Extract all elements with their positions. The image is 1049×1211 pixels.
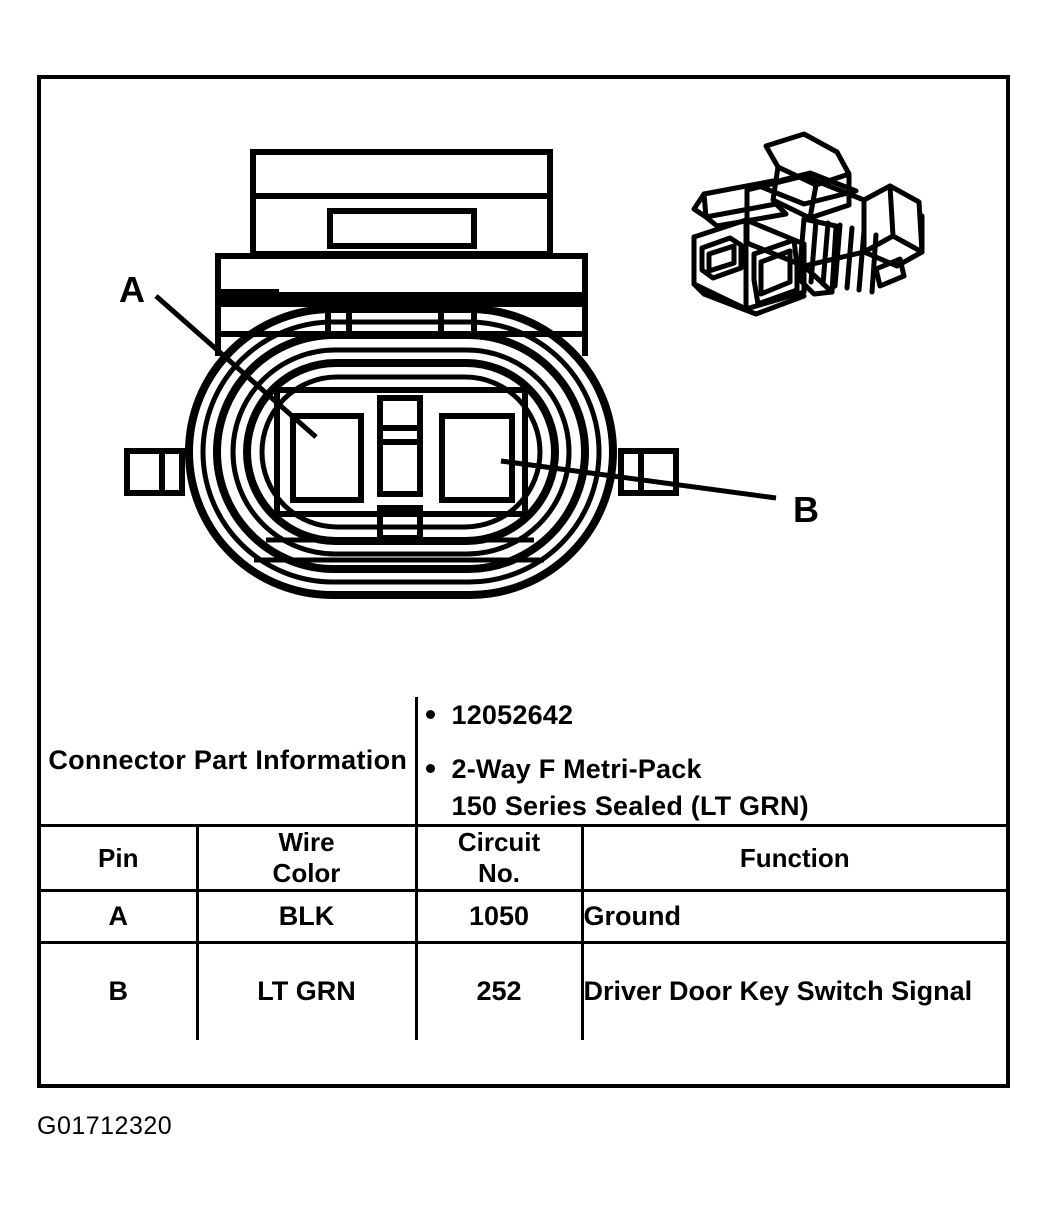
wire-header-line2: Color <box>272 857 341 888</box>
table-header-row: Pin Wire Color Circuit No. Function <box>41 824 1006 892</box>
connector-center-divider <box>377 395 423 497</box>
bullet-1-line1: 2-Way F Metri-Pack <box>451 754 702 785</box>
connector-lower-flange <box>254 537 544 563</box>
circuit-header-line1: Circuit <box>457 827 541 858</box>
column-header-circuit-no: Circuit No. <box>414 824 584 892</box>
cell-circuit-no-b: 252 <box>414 940 584 1040</box>
connector-information-table: Connector Part Information 12052642 2-Wa… <box>41 697 1006 1040</box>
connector-isometric-view <box>691 131 925 317</box>
cell-pin-b: B <box>41 940 199 1040</box>
cell-circuit-no-a: 1050 <box>414 888 584 944</box>
leader-line-b <box>500 458 777 501</box>
bullet-0-line1: 12052642 <box>451 700 574 730</box>
info-label-line1: Connector Part <box>48 745 248 776</box>
connector-part-info-label: Connector Part Information <box>41 697 418 828</box>
connector-right-latch-tab <box>618 448 679 496</box>
pin-cavity-b <box>439 413 515 503</box>
column-header-function: Function <box>580 824 1006 892</box>
connector-part-bullet-list: 12052642 2-Way F Metri-Pack 150 Series S… <box>418 697 1007 824</box>
column-header-pin: Pin <box>41 824 199 892</box>
list-item: 12052642 <box>418 697 1007 733</box>
connector-part-info-values: 12052642 2-Way F Metri-Pack 150 Series S… <box>414 697 1007 828</box>
table-row: B LT GRN 252 Driver Door Key Switch Sign… <box>41 940 1006 1040</box>
connector-face-front-view <box>124 149 777 599</box>
connector-inner-cavity-frame <box>274 387 528 517</box>
connector-illustration-panel <box>41 79 1006 697</box>
bullet-1-line2: 150 Series Sealed (LT GRN) <box>451 790 809 821</box>
circuit-header-line2: No. <box>478 857 520 888</box>
cell-wire-color-b: LT GRN <box>195 940 418 1040</box>
cell-pin-a: A <box>41 888 199 944</box>
figure-caption: G01712320 <box>37 1112 173 1140</box>
connector-oval-rings <box>185 305 617 599</box>
pin-label-b: B <box>793 489 819 530</box>
connector-left-latch-tab <box>124 448 185 496</box>
leader-line-a <box>154 294 318 439</box>
list-item: 2-Way F Metri-Pack 150 Series Sealed (LT… <box>418 751 1007 824</box>
column-header-wire-color: Wire Color <box>195 824 418 892</box>
table-row-connector-part-info: Connector Part Information 12052642 2-Wa… <box>41 697 1007 828</box>
cell-function-b: Driver Door Key Switch Signal <box>580 940 1006 1040</box>
info-label-line2: Information <box>255 745 408 776</box>
wire-header-line1: Wire <box>278 827 335 858</box>
pin-label-a: A <box>119 269 145 310</box>
figure-frame: A B Connector Part Information 12052642 <box>37 75 1010 1088</box>
table-row: A BLK 1050 Ground <box>41 888 1006 944</box>
cell-function-a: Ground <box>580 888 1006 944</box>
cell-wire-color-a: BLK <box>195 888 418 944</box>
connector-bottom-center-tab <box>377 505 423 541</box>
